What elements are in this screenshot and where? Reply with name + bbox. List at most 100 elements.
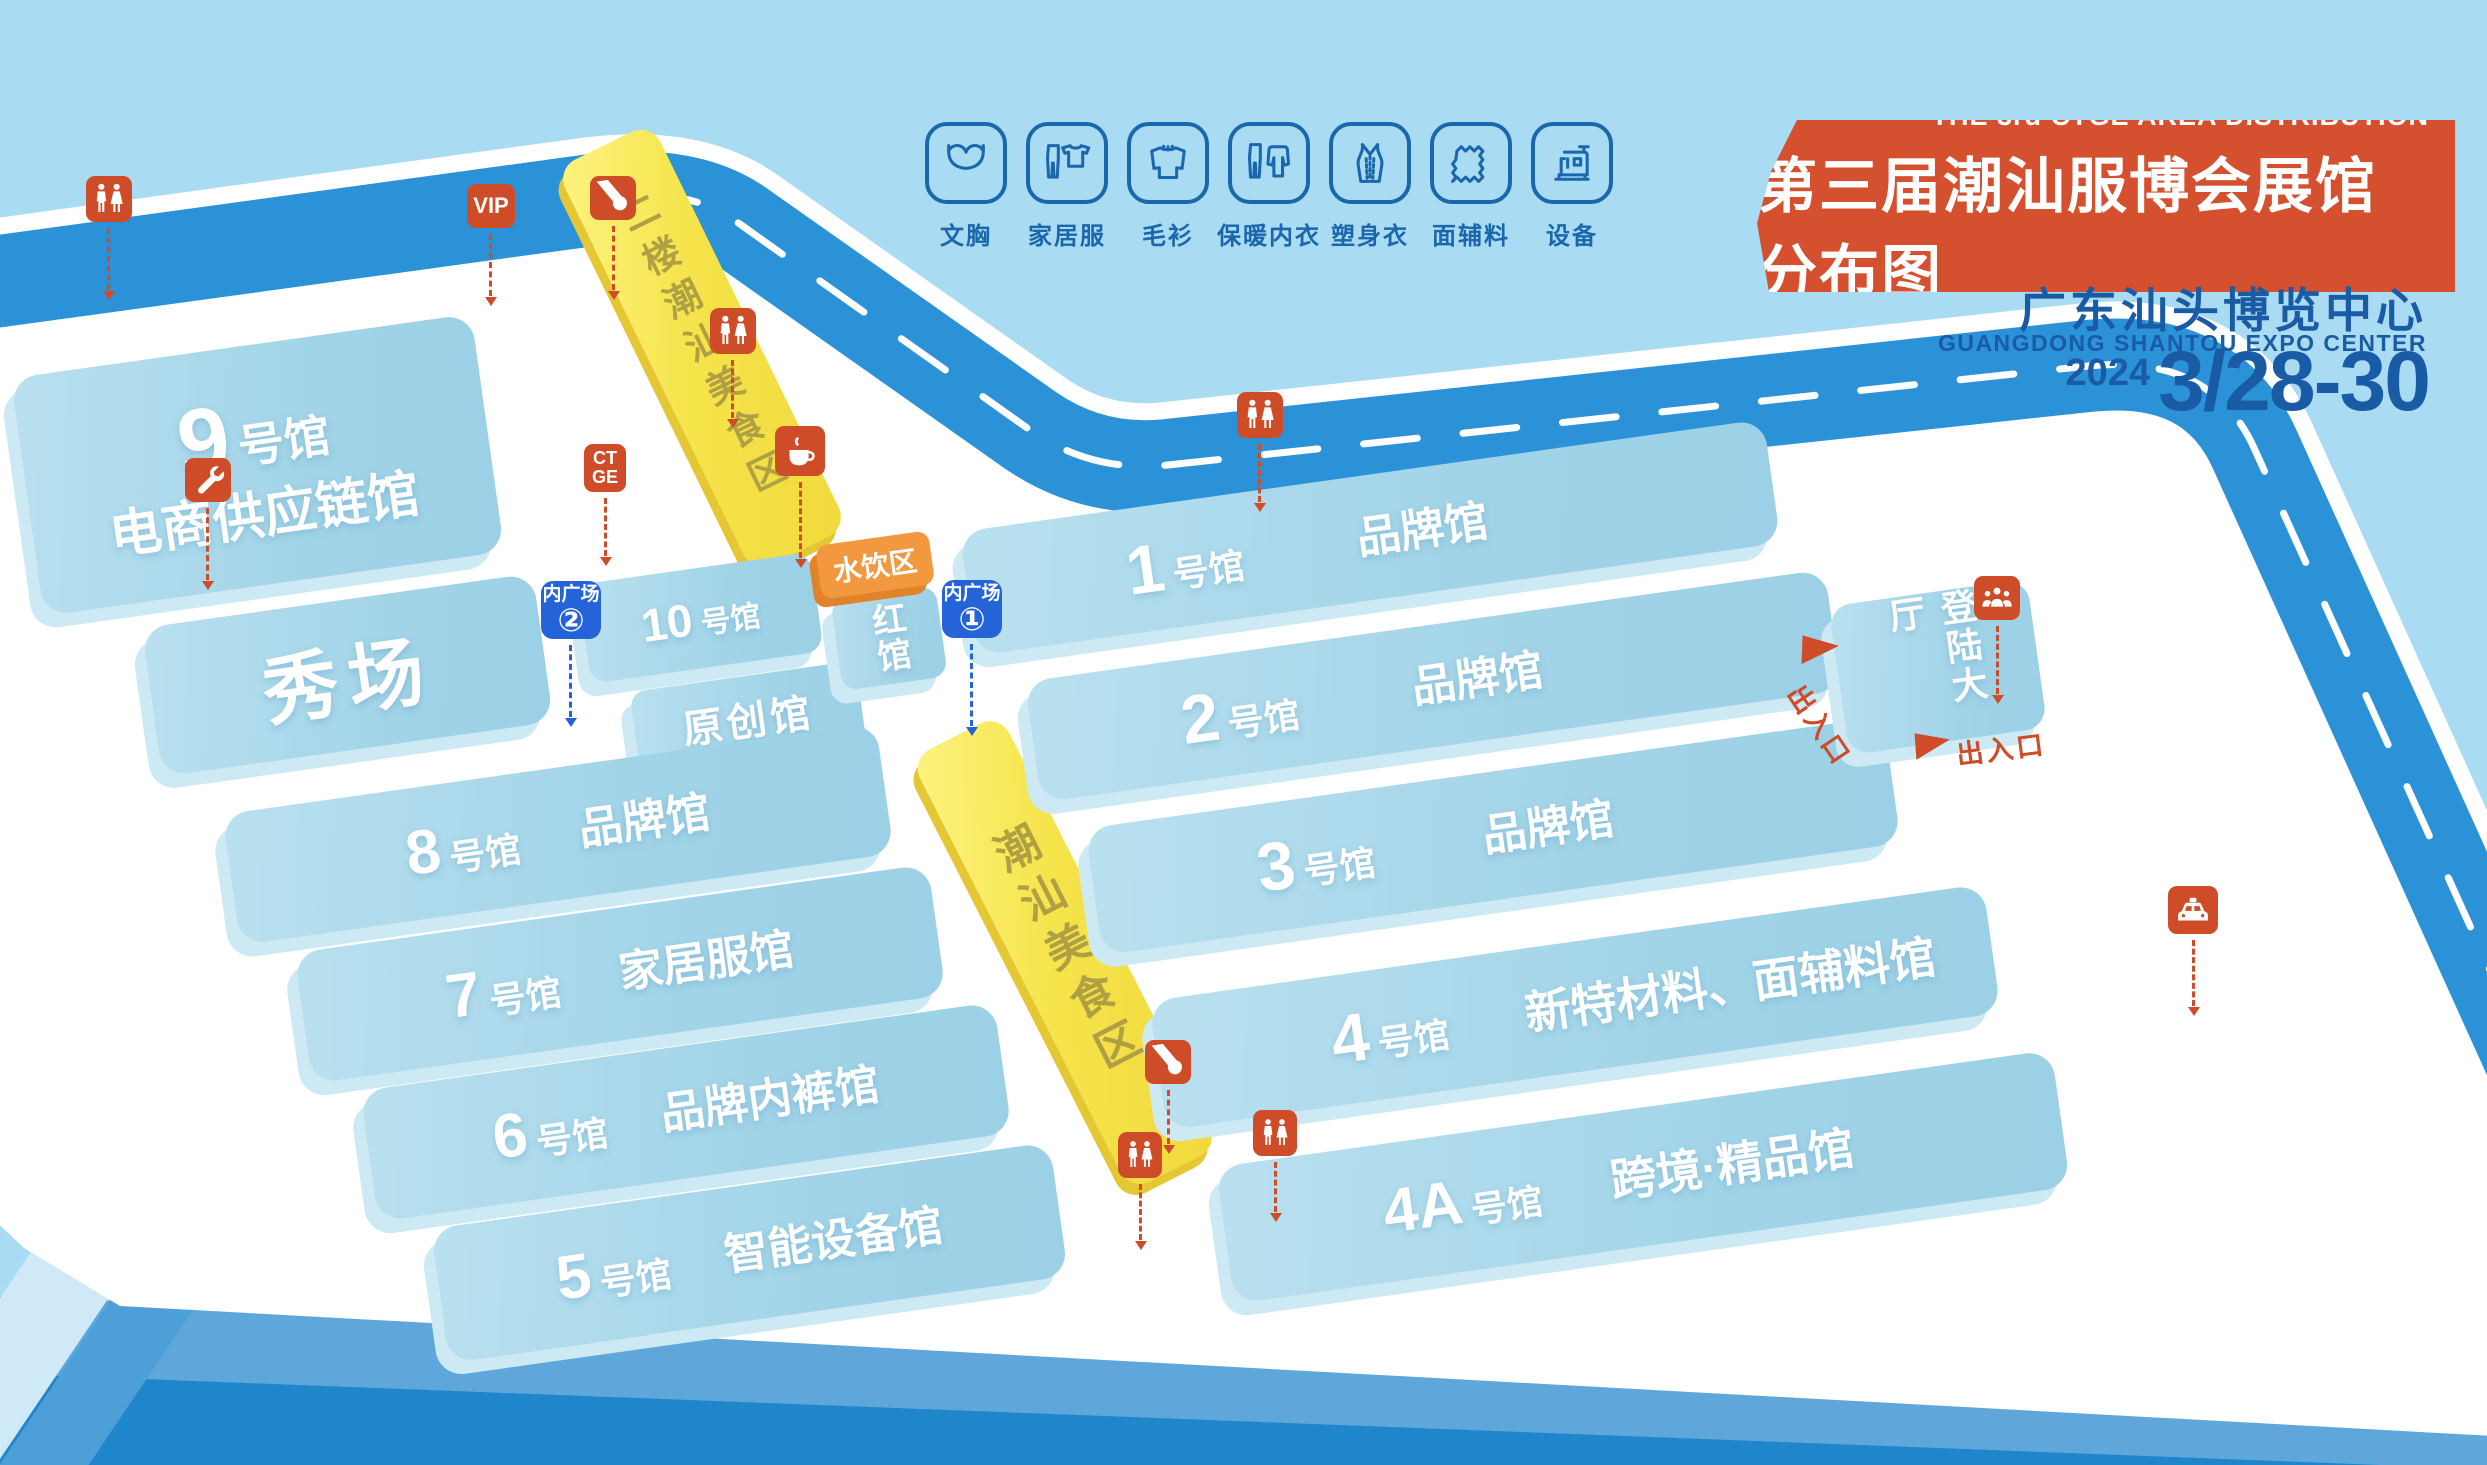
title-banner: THE 3rd CTGE AREA DISTRIBUTION 第三届潮汕服博会展… [1757,120,2455,292]
food-ball-badge-bottom [1145,1040,1191,1084]
wrench-icon [198,466,225,494]
legend-item-equipment: 设备 [1520,122,1624,251]
hall-2-number: 2 [1176,678,1225,759]
event-year: 2024 [2065,352,2151,394]
hall-7-suffix: 号馆 [486,971,565,1023]
hall-10-suffix: 号馆 [698,599,763,641]
hall-4-suffix: 号馆 [1375,1013,1453,1065]
red-hall: 红馆 [830,585,948,691]
legend-item-shapewear: 塑身衣 [1318,122,1422,251]
restroom-icon [96,183,123,213]
legend-label: 文胸 [940,223,992,250]
hall-1-desc: 品牌馆 [1353,496,1492,564]
hall-10-number: 10 [637,593,696,653]
hall-4-number: 4 [1326,998,1375,1079]
show-hall-label: 秀场 [257,628,440,737]
hall-8-number: 8 [401,815,446,889]
restroom-badge-4a [1253,1110,1297,1156]
legend-label: 保暖内衣 [1217,223,1321,250]
ctge-badge: CT GE [584,444,626,492]
restroom-icon [1263,1119,1288,1145]
vip-label: VIP [473,193,509,218]
restroom-4a-arrow [1270,1162,1282,1222]
shapewear-icon [1329,122,1411,204]
venue-name: 广东汕头博览中心 [2019,284,2427,337]
hall-9-desc: 电商供应链馆 [106,465,424,566]
legend-item-fabric: 面辅料 [1419,122,1523,251]
plaza-2-label: 内广场 [542,583,600,605]
taxi-badge [2168,886,2218,934]
vip-arrow [485,234,497,306]
hall-5-number: 5 [551,1240,596,1314]
restroom-badge-nw [86,176,132,222]
ctge-line-1: CT [593,448,617,469]
red-hall-label: 红馆 [864,599,913,677]
legend-label: 面辅料 [1432,223,1510,250]
hall-8-desc: 品牌馆 [575,787,714,855]
equipment-icon [1531,122,1613,204]
bra-icon [925,122,1007,204]
restroom-badge-strip [1118,1132,1162,1178]
plaza-1-label: 内广场 [943,582,1001,604]
legend-item-sweater: 毛衫 [1116,122,1220,251]
venue-name-english: GUANGDONG SHANTOU EXPO CENTER [1937,330,2427,356]
thermal-underwear-icon [1228,122,1310,204]
hall-1-suffix: 号馆 [1170,544,1248,596]
plaza-2-badge: 内广场 ② [541,581,601,639]
page-title: 第三届潮汕服博会展馆分布图 [1757,152,2377,307]
fabric-icon [1430,122,1512,204]
hall-4-desc: 新特材料、面辅料馆 [1521,930,1939,1040]
ctge-line-2: GE [591,467,618,487]
food-ball-icon [1151,1043,1182,1075]
hall-6-desc: 品牌内裤馆 [657,1060,883,1140]
ctge-arrow [600,498,612,566]
water-zone-label: 水饮区 [831,545,919,588]
hall-3-suffix: 号馆 [1301,841,1379,893]
hall-7-number: 7 [441,958,486,1033]
coffee-badge [775,426,825,476]
taxi-arrow [2188,940,2200,1016]
sweater-icon [1127,122,1209,204]
event-days: 3/28-30 [2158,334,2431,428]
hall-9-suffix: 号馆 [234,408,334,474]
hall-5-suffix: 号馆 [597,1252,675,1304]
coffee-arrow [795,482,807,568]
hall-2-desc: 品牌馆 [1408,645,1547,713]
plaza-2-number: ② [557,601,585,638]
legend-item-thermal: 保暖内衣 [1217,122,1321,251]
hall-8-suffix: 号馆 [446,828,524,880]
restroom-strip-arrow [1135,1184,1147,1250]
legend-label: 毛衫 [1142,223,1194,250]
hall-4a-number: 4A [1378,1167,1467,1248]
restroom-icon [1247,399,1274,429]
hall-2-suffix: 号馆 [1225,694,1303,745]
hall-6-number: 6 [488,1099,533,1173]
crowd-icon [1982,587,2012,607]
plaza-1-number: ① [958,600,986,637]
event-date: 2024 3/28-30 [2065,334,2431,428]
restroom-nw-arrow [103,228,115,300]
legend-label: 家居服 [1028,223,1106,250]
plaza-2-arrow [565,645,577,727]
hall-5-desc: 智能设备馆 [721,1200,946,1280]
hall-4a-suffix: 号馆 [1468,1180,1546,1232]
hall-7-desc: 家居服馆 [615,924,797,998]
restroom-h1-arrow [1254,444,1266,512]
plaza-1-arrow [966,644,978,736]
restroom-icon [1128,1141,1153,1167]
restroom-badge-top [710,308,756,354]
road-center-dashes [640,193,2487,973]
loungewear-icon [1026,122,1108,204]
restroom-badge-h1 [1237,392,1283,438]
food-ball-badge-top [590,176,636,220]
wrench-badge [185,458,231,502]
hall-4a-desc: 跨境·精品馆 [1606,1121,1858,1208]
crowd-badge [1974,576,2020,620]
hall-6-suffix: 号馆 [533,1112,611,1163]
food-ball-icon [596,179,627,211]
hall-1-number: 1 [1121,528,1170,610]
coffee-icon [789,436,815,466]
legend-item-loungewear: 家居服 [1015,122,1119,251]
restroom-icon [720,315,747,345]
